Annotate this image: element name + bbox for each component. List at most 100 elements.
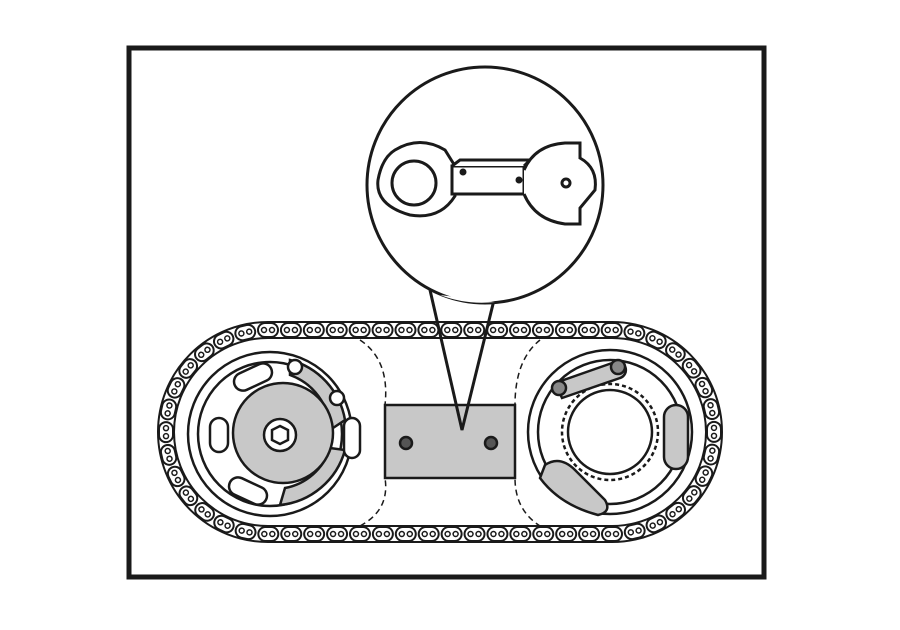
chain-link [645,514,667,534]
chain-pin [429,326,436,334]
timing-chain [157,321,723,543]
chain-link [702,398,721,421]
chain-link [681,357,702,379]
left-sprocket [186,350,362,518]
chain-pin [352,530,360,538]
chain-pin [166,455,173,463]
chain-link [257,322,279,338]
chain-pin [512,326,520,334]
chain-pin [656,518,664,526]
chain-pin [702,387,709,395]
chain-pin [337,326,344,334]
chain-link [257,526,280,542]
chain-link [194,342,215,363]
chain-pin [291,530,299,538]
chain-pin [198,506,205,513]
chain-pin [171,469,178,477]
chain-pin [675,505,683,513]
chain-pin [558,326,566,334]
chain-pin [444,326,451,334]
chain-pin [217,519,224,526]
chain-pin [291,326,299,334]
chain-pin [581,530,589,538]
chain-pin [306,326,314,334]
chain-pin [421,530,428,538]
chain-pin [283,326,291,334]
chain-pin [329,326,336,334]
magnifier-callout [365,65,605,431]
chain-link [325,322,348,338]
chain-pin [197,351,205,359]
chain-link [166,465,186,488]
chain-link [213,514,235,534]
chain-pin [498,530,505,538]
chain-link [440,322,463,338]
chain-pin [635,527,642,534]
chain-link [694,376,714,399]
chain-link [417,322,440,338]
chain-link [178,358,199,379]
chain-pin [329,530,337,538]
chain-pin [182,368,189,375]
chain-pin [238,330,245,337]
chain-pin [669,346,676,353]
chain-pin [283,530,291,538]
chain-pin [352,326,359,334]
chain-link [623,323,646,342]
chain-link [554,322,577,338]
chain-pin [164,410,171,417]
chain-link [486,322,509,338]
chain-link [486,526,509,542]
chain-pin [171,388,178,395]
chain-link [159,443,178,466]
chain-pin [429,530,436,538]
chain-pin [691,489,698,496]
chain-pin [543,326,551,334]
chain-pin [489,326,497,334]
chain-link [601,526,623,542]
chain-pin [466,326,474,334]
chain-link [509,526,532,542]
chain-pin [686,495,693,502]
chain-pin [566,326,574,334]
chain-pin [398,530,406,538]
chain-pin [544,530,551,538]
chain-pin [589,326,597,334]
chain-pin [224,335,231,342]
right-sprocket [526,348,694,517]
chain-pin [314,530,322,538]
chain-pin [260,326,268,334]
chain-pin [604,530,612,538]
chain-link [600,322,623,338]
chain-pin [490,530,497,538]
chain-pin [182,489,190,496]
chain-link [623,522,646,541]
chain-pin [627,328,634,335]
chain-pin [581,326,589,334]
chain-pin [306,530,314,538]
chain-pin [268,326,276,334]
chain-pin [707,455,714,462]
chain-pin [649,522,656,529]
chain-pin [612,326,619,334]
chain-link [303,526,326,542]
chain-link [371,526,394,542]
chain-link [194,502,215,522]
chain-pin [261,530,268,538]
chain-pin [656,338,663,345]
chain-link [280,526,303,542]
chain-pin [521,530,528,538]
chain-link [417,526,440,542]
tool-pin-right [483,435,499,451]
chain-link [694,465,714,487]
chain-pin [558,530,566,538]
chain-pin [685,361,693,369]
chain-link [705,420,723,443]
chain-pin [187,362,194,369]
chain-pin [246,529,253,536]
chain-link [463,526,486,542]
chain-link [578,526,601,542]
chain-link [348,526,371,542]
chain-pin [707,401,714,409]
chain-pin [452,326,459,334]
